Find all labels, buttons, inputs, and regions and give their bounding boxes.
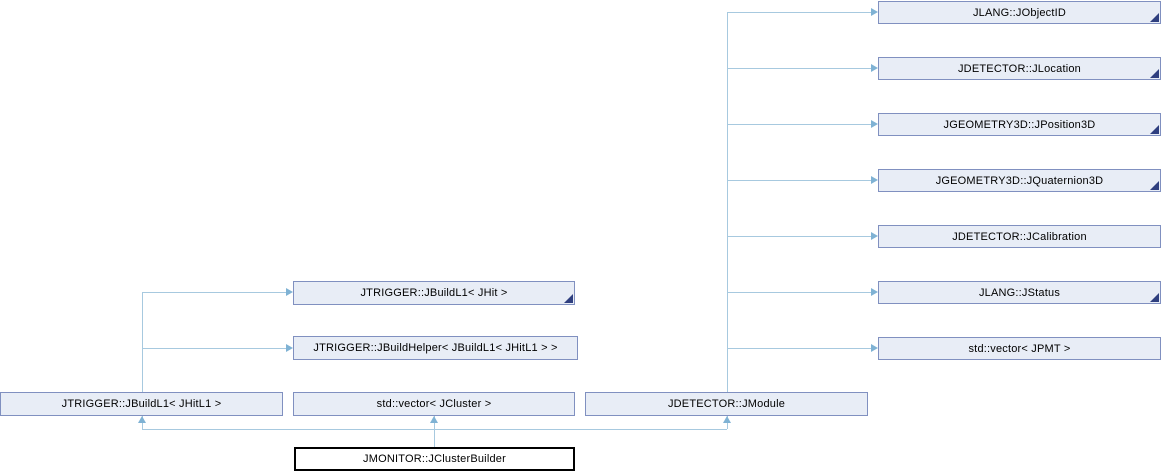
edge-line [434, 416, 435, 448]
folded-corner-icon [1150, 181, 1159, 190]
class-node-label: JGEOMETRY3D::JQuaternion3D [935, 174, 1104, 187]
class-node-jgeometry3d-jquaternion3d[interactable]: JGEOMETRY3D::JQuaternion3D [878, 169, 1161, 192]
edge-line [727, 236, 871, 237]
class-node-label: JTRIGGER::JBuildHelper< JBuildL1< JHitL1… [313, 342, 558, 354]
class-node-jmonitor-jclusterbuilder: JMONITOR::JClusterBuilder [294, 447, 575, 471]
arrowhead-icon [871, 120, 878, 128]
class-node-jlang-jobjectid[interactable]: JLANG::JObjectID [878, 1, 1161, 24]
class-node-jlang-jstatus[interactable]: JLANG::JStatus [878, 281, 1161, 304]
arrowhead-icon [871, 176, 878, 184]
arrowhead-icon [723, 416, 731, 423]
edge-line [727, 348, 871, 349]
class-node-jtrigger-jbuildhelper[interactable]: JTRIGGER::JBuildHelper< JBuildL1< JHitL1… [293, 336, 578, 360]
edge-line [727, 124, 871, 125]
class-node-label: JLANG::JObjectID [972, 6, 1067, 19]
arrowhead-icon [430, 416, 438, 423]
class-node-jgeometry3d-jposition3d[interactable]: JGEOMETRY3D::JPosition3D [878, 113, 1161, 136]
class-node-label: JMONITOR::JClusterBuilder [363, 453, 506, 465]
edge-line [727, 180, 871, 181]
class-node-label: JDETECTOR::JLocation [957, 62, 1081, 75]
class-node-label: JDETECTOR::JModule [667, 398, 786, 410]
class-node-std-vector-jpmt[interactable]: std::vector< JPMT > [878, 337, 1161, 360]
class-node-label: JGEOMETRY3D::JPosition3D [943, 118, 1096, 131]
arrowhead-icon [871, 344, 878, 352]
class-node-jdetector-jmodule[interactable]: JDETECTOR::JModule [585, 392, 868, 416]
arrowhead-icon [871, 288, 878, 296]
folded-corner-icon [1150, 293, 1159, 302]
folded-corner-icon [1150, 125, 1159, 134]
edge-line [142, 348, 286, 349]
class-node-jtrigger-jbuildl1-jhit[interactable]: JTRIGGER::JBuildL1< JHit > [293, 281, 575, 305]
class-node-label: JTRIGGER::JBuildL1< JHit > [360, 287, 508, 299]
folded-corner-icon [564, 294, 573, 303]
edge-line [142, 292, 143, 392]
class-node-jdetector-jlocation[interactable]: JDETECTOR::JLocation [878, 57, 1161, 80]
edge-line [727, 12, 728, 392]
edge-line [142, 292, 286, 293]
class-node-std-vector-jcluster[interactable]: std::vector< JCluster > [293, 392, 575, 416]
class-node-label: std::vector< JCluster > [376, 398, 492, 410]
class-node-label: std::vector< JPMT > [968, 342, 1071, 355]
class-node-jdetector-jcalibration[interactable]: JDETECTOR::JCalibration [878, 225, 1161, 248]
edge-line [727, 68, 871, 69]
folded-corner-icon [1150, 69, 1159, 78]
folded-corner-icon [1150, 13, 1159, 22]
class-node-jtrigger-jbuildl1-jhitl1[interactable]: JTRIGGER::JBuildL1< JHitL1 > [0, 392, 283, 416]
edge-line [727, 292, 871, 293]
edge-line [142, 429, 727, 430]
arrowhead-icon [138, 416, 146, 423]
arrowhead-icon [286, 288, 293, 296]
class-node-label: JLANG::JStatus [978, 286, 1061, 299]
class-node-label: JDETECTOR::JCalibration [952, 230, 1087, 243]
class-node-label: JTRIGGER::JBuildL1< JHitL1 > [61, 398, 222, 410]
arrowhead-icon [871, 8, 878, 16]
arrowhead-icon [871, 64, 878, 72]
arrowhead-icon [286, 344, 293, 352]
arrowhead-icon [871, 232, 878, 240]
edge-line [727, 12, 871, 13]
